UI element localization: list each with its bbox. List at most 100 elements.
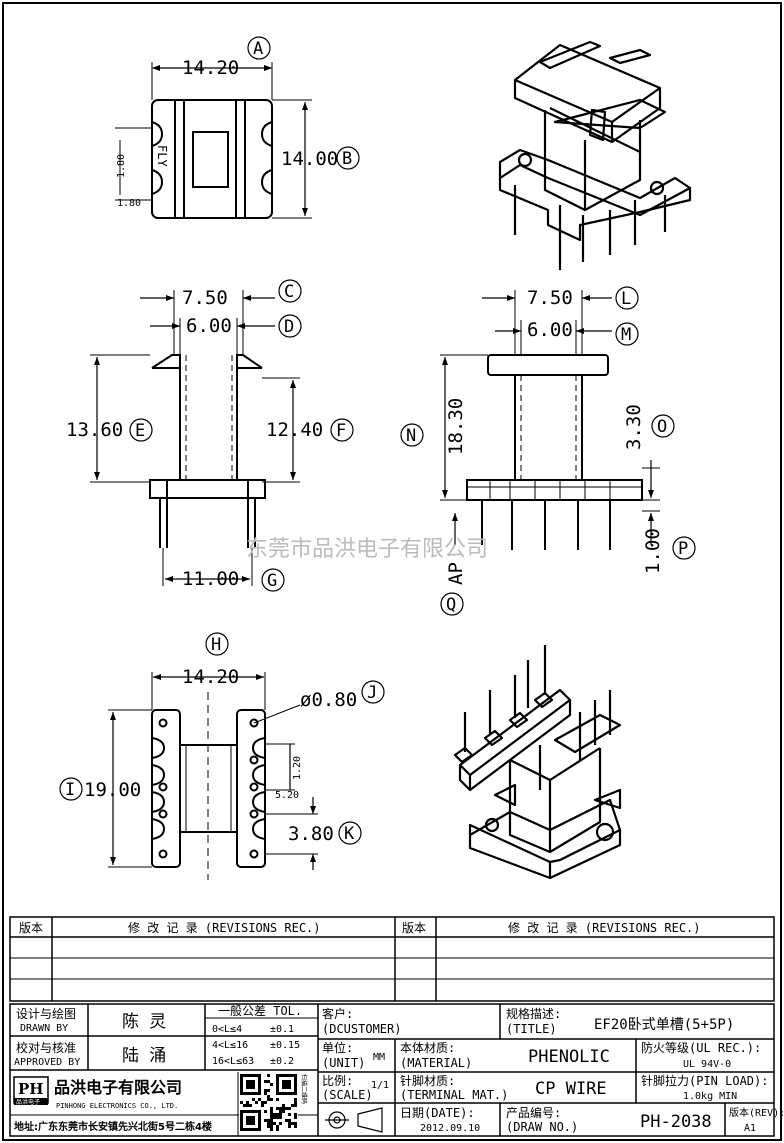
top-view xyxy=(115,62,312,219)
dim-h-value: 14.20 xyxy=(182,666,239,688)
customer-en: (DCUSTOMER) xyxy=(322,1022,401,1036)
tol-value-3: ±0.2 xyxy=(270,1056,294,1067)
ul-label: 防火等级(UL REC.): xyxy=(641,1040,761,1055)
rev-col3: 版本 xyxy=(402,921,426,935)
qr-code-icon xyxy=(239,1073,298,1132)
date-cn: 日期(DATE): xyxy=(400,1106,475,1120)
approver-name: 陆 涌 xyxy=(122,1046,166,1066)
dim-c-value: 7.50 xyxy=(182,287,228,309)
fly-mark: FLY xyxy=(155,145,169,167)
approved-cn: 校对与核准 xyxy=(16,1040,76,1055)
material-en: (MATERIAL) xyxy=(400,1056,472,1070)
dim-d-value: 6.00 xyxy=(186,315,232,337)
tol-range-1: 0<L≤4 xyxy=(212,1024,242,1035)
dim-n-value: 18.30 xyxy=(445,398,467,455)
unit-cn: 单位: xyxy=(322,1040,353,1055)
ul-value: UL 94V-0 xyxy=(683,1059,731,1070)
callout-j xyxy=(361,680,385,704)
dim-s1-value: 1.80 xyxy=(116,154,127,178)
tol-value-2: ±0.15 xyxy=(270,1040,300,1051)
company-cn: 品洪电子有限公司 xyxy=(54,1078,182,1097)
scale-cn: 比例: xyxy=(322,1074,353,1088)
side-view xyxy=(440,290,660,550)
callout-c xyxy=(278,279,302,303)
bottom-view xyxy=(108,672,318,880)
callout-m-letter: M xyxy=(621,325,631,345)
scale-value: 1/1 xyxy=(371,1080,389,1091)
callout-i-letter: I xyxy=(65,780,75,800)
callout-f xyxy=(330,418,354,442)
callout-o-letter: O xyxy=(657,417,667,437)
spec-value: EF20卧式单槽(5+5P) xyxy=(594,1017,734,1033)
dim-j-value: ø0.80 xyxy=(300,689,357,711)
callout-h-letter: H xyxy=(211,635,221,655)
dim-g-value: 11.00 xyxy=(182,568,239,590)
callout-m xyxy=(615,322,639,346)
callout-e xyxy=(129,418,153,442)
callout-d-letter: D xyxy=(284,317,294,337)
callout-j-letter: J xyxy=(367,683,377,703)
unit-en: (UNIT) xyxy=(322,1056,365,1070)
company-logo: PH 品洪电子 xyxy=(13,1076,49,1106)
dim-e-value: 13.60 xyxy=(66,419,123,441)
callout-q xyxy=(440,592,464,616)
rev-col4: 修 改 记 录 (REVISIONS REC.) xyxy=(508,920,701,935)
callout-g xyxy=(261,568,285,592)
date-value: 2012.09.10 xyxy=(420,1123,480,1134)
qr-label: 扫描二维码 xyxy=(300,1074,308,1104)
terminal-cn: 针脚材质: xyxy=(400,1073,455,1088)
callout-n-letter: N xyxy=(406,426,416,446)
callout-q-letter: Q xyxy=(446,595,456,615)
dim-i-value: 19.00 xyxy=(84,779,141,801)
scale-en: (SCALE) xyxy=(322,1088,373,1102)
rev-label: 版本(REV): xyxy=(729,1106,784,1119)
pinload-value: 1.0kg MIN xyxy=(683,1091,737,1102)
front-view xyxy=(90,290,300,586)
dim-a-value: 14.20 xyxy=(182,57,239,79)
spec-en: (TITLE) xyxy=(506,1022,557,1036)
logo-letters: PH xyxy=(18,1080,43,1098)
iso-view-bottom xyxy=(453,645,622,880)
address: 地址:广东东莞市长安镇先兴北街5号二栋4楼 xyxy=(14,1120,212,1133)
callout-f-letter: F xyxy=(336,421,346,441)
unit-value: MM xyxy=(373,1052,385,1063)
watermark: 东莞市品洪电子有限公司 xyxy=(246,537,488,562)
terminal-en: (TERMINAL MAT.) xyxy=(400,1088,508,1102)
callout-l xyxy=(615,286,639,310)
callout-i xyxy=(59,777,83,801)
callout-g-letter: G xyxy=(267,571,277,591)
dim-l-value: 7.50 xyxy=(527,287,573,309)
dim-b-value: 14.00 xyxy=(281,148,338,170)
tol-title: 一般公差 TOL. xyxy=(218,1003,302,1018)
terminal-value: CP WIRE xyxy=(535,1079,607,1099)
dim-ap-value: AP xyxy=(445,562,467,585)
revisions-table xyxy=(9,916,775,1002)
drawno-value: PH-2038 xyxy=(640,1112,712,1132)
callout-b xyxy=(336,146,360,170)
callout-k xyxy=(338,821,362,845)
callout-n xyxy=(400,423,424,447)
callout-a xyxy=(247,36,271,60)
designer-name: 陈 灵 xyxy=(122,1012,166,1032)
callout-e-letter: E xyxy=(135,421,145,441)
callout-l-letter: L xyxy=(621,289,631,309)
callout-p-letter: P xyxy=(678,539,688,559)
drawno-cn: 产品编号: xyxy=(506,1105,561,1120)
callout-k-letter: K xyxy=(344,824,355,844)
material-cn: 本体材质: xyxy=(400,1041,455,1055)
iso-view-top xyxy=(498,40,692,270)
tol-value-1: ±0.1 xyxy=(270,1024,294,1035)
designed-cn: 设计与绘图 xyxy=(16,1006,76,1021)
company-en: PINHONG ELECTRONICS CO., LTD. xyxy=(56,1102,178,1110)
dim-s3-value: 1.20 xyxy=(292,756,303,780)
callout-h xyxy=(205,632,229,656)
rev-col1: 版本 xyxy=(19,921,43,935)
dim-s4-value: 5.20 xyxy=(275,790,299,801)
callout-a-letter: A xyxy=(253,39,263,59)
dim-o-value: 3.30 xyxy=(623,404,645,450)
designed-en: DRAWN BY xyxy=(20,1023,68,1034)
rev-col2: 修 改 记 录 (REVISIONS REC.) xyxy=(128,920,321,935)
rev-value: A1 xyxy=(744,1123,756,1134)
callout-o xyxy=(651,414,675,438)
